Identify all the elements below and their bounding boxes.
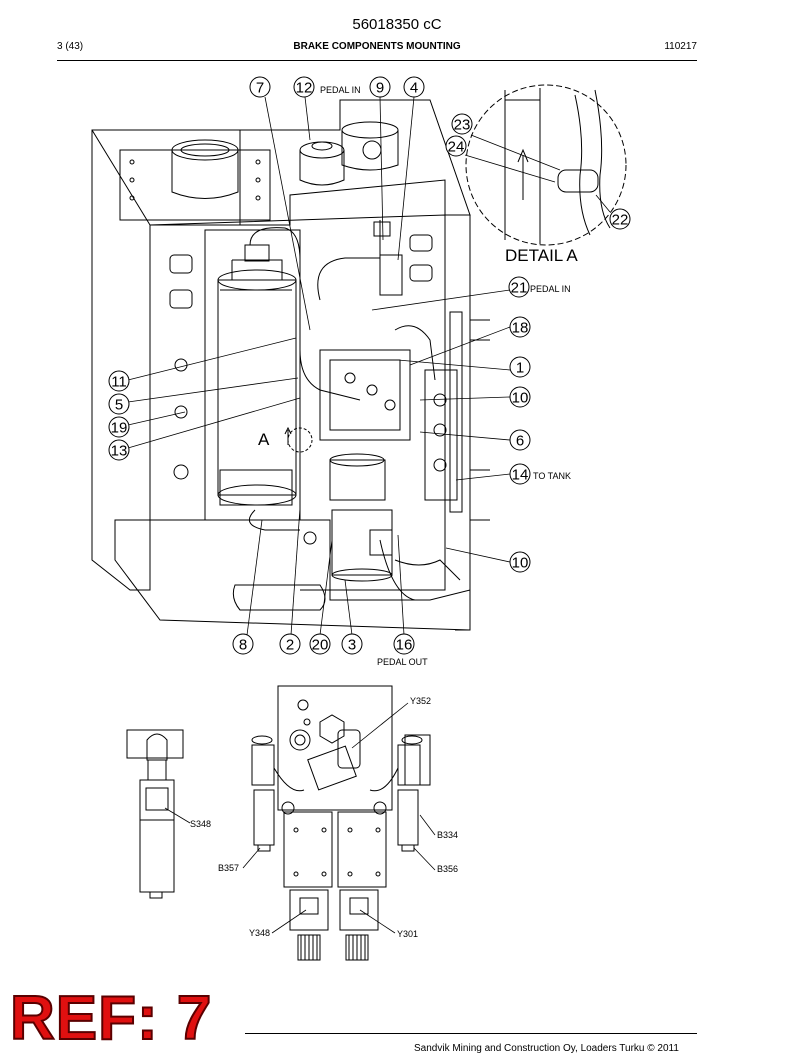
callout-9: 9: [369, 76, 391, 98]
callout-20: 20: [309, 633, 331, 655]
label-s348: S348: [190, 819, 211, 829]
svg-text:9: 9: [376, 80, 384, 97]
label-y352: Y352: [410, 696, 431, 706]
svg-text:23: 23: [454, 117, 471, 134]
label-y301: Y301: [397, 929, 418, 939]
label-b356: B356: [437, 864, 458, 874]
callout-10-upper: 10: [509, 386, 531, 408]
svg-text:12: 12: [296, 80, 313, 97]
callout-24: 24: [445, 135, 467, 157]
callout-23: 23: [451, 113, 473, 135]
callout-12: 12: [293, 76, 315, 98]
callout-6: 6: [509, 429, 531, 451]
svg-text:19: 19: [111, 420, 128, 437]
callout-5: 5: [108, 393, 130, 415]
svg-text:21: 21: [511, 280, 528, 297]
pedal-in-label-right: PEDAL IN: [530, 284, 571, 294]
label-y348: Y348: [249, 928, 270, 938]
svg-text:6: 6: [516, 433, 524, 450]
view-marker-a: A: [258, 430, 270, 449]
callout-2: 2: [279, 633, 301, 655]
callout-18: 18: [509, 316, 531, 338]
callout-14: 14: [509, 463, 531, 485]
page-title: BRAKE COMPONENTS MOUNTING: [293, 41, 461, 52]
svg-text:2: 2: [286, 637, 294, 654]
callout-19: 19: [108, 416, 130, 438]
callout-16: 16: [393, 633, 415, 655]
callout-13: 13: [108, 439, 130, 461]
svg-text:10: 10: [512, 390, 529, 407]
svg-text:5: 5: [115, 397, 123, 414]
svg-text:16: 16: [396, 637, 413, 654]
svg-text:10: 10: [512, 555, 529, 572]
svg-text:1: 1: [516, 360, 524, 377]
detail-a-view: 23 24 22 DETAIL A: [445, 84, 631, 265]
label-b357: B357: [218, 863, 239, 873]
svg-text:20: 20: [312, 637, 329, 654]
callout-21: 21: [508, 276, 530, 298]
footer-divider: [245, 1033, 697, 1034]
pressure-switch-view: [126, 729, 191, 899]
ref-stamp: REF: 7: [9, 984, 213, 1053]
header-divider: [57, 60, 697, 61]
leader-lines: [127, 96, 511, 636]
callout-11: 11: [108, 370, 130, 392]
callout-1: 1: [509, 356, 531, 378]
label-b334: B334: [437, 830, 458, 840]
date-code: 110217: [664, 41, 697, 52]
page-number: 3 (43): [57, 41, 84, 52]
callout-10-lower: 10: [509, 551, 531, 573]
pedal-out-label: PEDAL OUT: [377, 657, 428, 667]
svg-text:7: 7: [256, 80, 264, 97]
svg-text:14: 14: [512, 467, 529, 484]
svg-text:22: 22: [612, 212, 629, 229]
valve-detail-view: [242, 685, 436, 961]
svg-text:18: 18: [512, 320, 529, 337]
svg-text:24: 24: [448, 139, 465, 156]
callout-4: 4: [403, 76, 425, 98]
callout-3: 3: [341, 633, 363, 655]
header-row: 3 (43) BRAKE COMPONENTS MOUNTING 110217: [57, 41, 697, 55]
svg-text:3: 3: [348, 637, 356, 654]
callout-22: 22: [609, 208, 631, 230]
callout-8: 8: [232, 633, 254, 655]
callouts: 7 12 9 4 21 18 1 10 6 14 10 11 5 19 13 8…: [108, 76, 531, 655]
callout-7: 7: [249, 76, 271, 98]
svg-text:4: 4: [410, 80, 418, 97]
svg-text:11: 11: [111, 374, 127, 391]
to-tank-label: TO TANK: [533, 471, 571, 481]
main-assembly: [91, 99, 490, 631]
pedal-in-label-top: PEDAL IN: [320, 85, 361, 95]
footer-copyright: Sandvik Mining and Construction Oy, Load…: [414, 1043, 679, 1054]
svg-text:13: 13: [111, 443, 128, 460]
svg-text:8: 8: [239, 637, 247, 654]
detail-a-title: DETAIL A: [505, 246, 578, 265]
document-number: 56018350 cC: [352, 16, 442, 33]
